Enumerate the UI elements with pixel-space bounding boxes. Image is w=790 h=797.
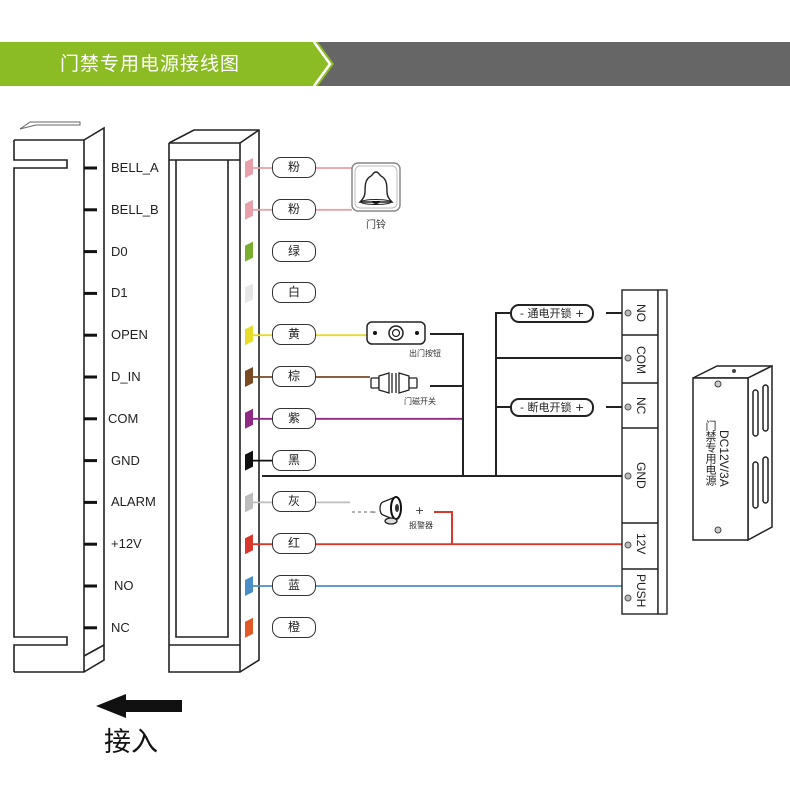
wire-color-swatch: [245, 450, 253, 471]
wire-color-swatch: [245, 325, 253, 346]
pin-label: NC: [111, 619, 130, 635]
terminal-screw: [624, 594, 632, 602]
pin-label: NO: [114, 578, 134, 593]
terminal-block: [621, 289, 668, 615]
bell-icon: [351, 162, 401, 212]
pin-label: COM: [108, 410, 139, 426]
terminal-label: 12V: [634, 532, 648, 554]
wire-color-swatch: [245, 534, 253, 555]
wire-color-label: 棕: [272, 366, 316, 387]
terminal-screw: [624, 354, 632, 362]
banner-gray-bar: [310, 42, 790, 86]
wire-color-label: 灰: [272, 491, 316, 513]
terminal-screw: [624, 309, 632, 317]
pin-label: ALARM: [111, 494, 156, 510]
pin-label: BELL_A: [111, 160, 159, 175]
connect-caption: 接入: [104, 727, 158, 758]
wire-color-swatch: [245, 492, 253, 513]
terminal-label: COM: [634, 345, 648, 374]
wire-color-swatch: [245, 408, 253, 429]
alarm-minus-label: -: [372, 505, 376, 518]
wire-color-label: 紫: [272, 407, 316, 429]
psu-name: 门禁专用电源: [704, 420, 717, 486]
alarm-plus-label: +: [415, 504, 425, 517]
wire-color-label: 粉: [272, 198, 316, 220]
banner-green-bar: [0, 42, 318, 86]
terminal-screw: [624, 472, 632, 480]
terminal-screw: [624, 403, 632, 411]
door-sensor-icon: [370, 372, 418, 394]
pin-label: OPEN: [111, 327, 148, 343]
wire-color-swatch: [245, 283, 253, 304]
wire-color-label: 黑: [272, 449, 316, 471]
wire-color-label: 橙: [272, 616, 316, 638]
page-title: 门禁专用电源接线图: [60, 53, 241, 75]
wire-color-swatch: [245, 158, 253, 178]
power-supply-box: [692, 364, 773, 542]
terminal-label: GND: [634, 462, 648, 489]
wire-color-swatch: [245, 241, 253, 262]
pin-label: D1: [111, 285, 128, 301]
alarm-horn-icon: [379, 496, 402, 525]
pin-label: GND: [111, 452, 140, 468]
pin-label: BELL_B: [111, 201, 159, 217]
controller-left-body: [13, 121, 105, 673]
alarm-positive-wire: [434, 511, 453, 545]
header-banner: 门禁专用电源接线图: [0, 42, 790, 86]
psu-rating: DC12V/3A: [717, 430, 731, 487]
terminal-label: NC: [634, 396, 648, 414]
alarm-caption: 报警器: [409, 521, 433, 530]
door-sensor-caption: 门磁开关: [404, 397, 436, 406]
terminal-screw: [624, 541, 632, 549]
terminal-label: NO: [634, 303, 648, 322]
power-on-unlock-lock: - 通电开锁 +: [510, 304, 595, 323]
wire-color-swatch: [245, 199, 253, 220]
wire-color-label: 蓝: [272, 575, 316, 596]
wire-color-swatch: [245, 367, 253, 387]
wire-color-label: 绿: [272, 240, 316, 262]
bell-caption: 门铃: [366, 220, 386, 231]
circuit-wiring: [262, 312, 622, 477]
pin-label: +12V: [111, 536, 142, 552]
pin-label: D_IN: [111, 369, 141, 384]
terminal-label: PUSH: [634, 573, 648, 607]
power-off-unlock-lock: - 断电开锁 +: [510, 398, 595, 417]
wire-color-swatch: [245, 576, 253, 596]
pin-label: D0: [111, 243, 128, 259]
chevron-right-icon: [300, 42, 334, 86]
exit-button-icon: [366, 321, 426, 345]
wire-color-label: 粉: [272, 157, 316, 178]
wire-color-label: 白: [272, 282, 316, 304]
exit-button-caption: 出门按钮: [409, 349, 441, 358]
wire-color-label: 红: [272, 533, 316, 555]
wire-harness-connector: [168, 129, 260, 673]
wire-color-swatch: [245, 617, 253, 638]
arrow-left-icon: [96, 694, 182, 718]
wire-color-label: 黄: [272, 324, 316, 346]
